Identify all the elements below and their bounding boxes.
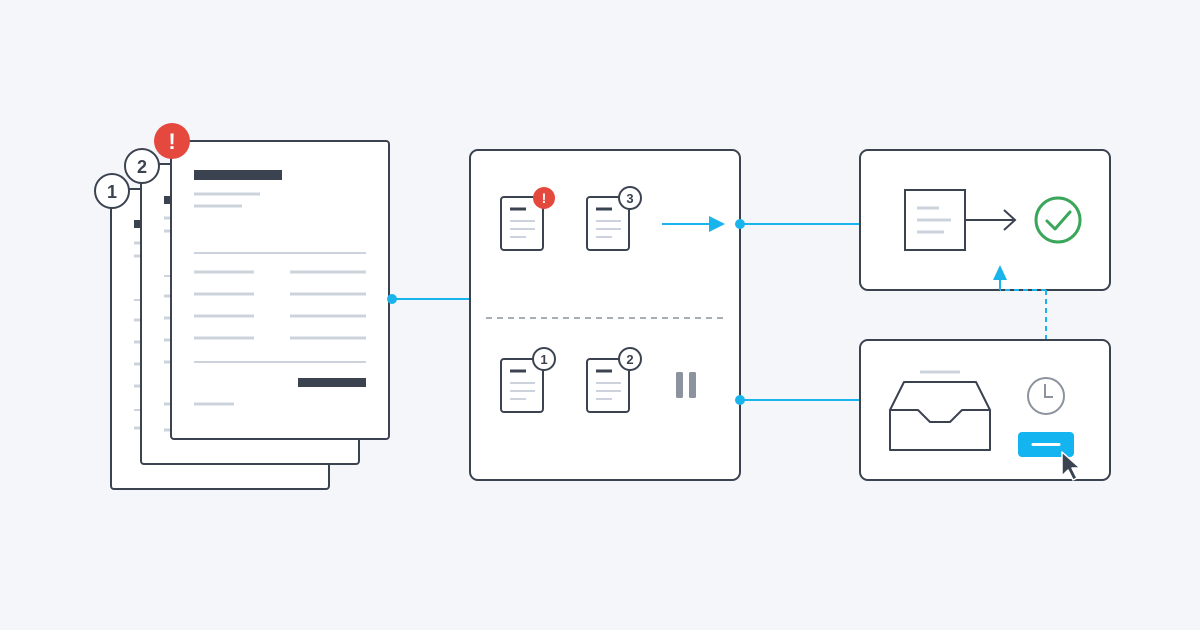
svg-text:2: 2: [626, 352, 633, 367]
connector-queue-to-inbox: [735, 395, 860, 405]
svg-text:!: !: [168, 129, 175, 154]
document-stack: 1 2 !: [94, 123, 390, 490]
document-sheet-front: [170, 140, 390, 440]
queue-doc-error: !: [500, 187, 555, 251]
queue-doc-3: 3: [586, 186, 642, 251]
mouse-pointer-icon: [1061, 451, 1081, 481]
svg-text:2: 2: [137, 157, 147, 177]
document-total-bar: [298, 378, 366, 387]
clock-icon: [1027, 377, 1065, 415]
result-panel: [859, 149, 1111, 291]
arrow-right-icon: [965, 209, 1017, 231]
inbox-tray-icon: [889, 381, 991, 451]
svg-text:!: !: [542, 190, 547, 206]
processed-document: [904, 189, 966, 251]
pause-icon[interactable]: [676, 372, 696, 398]
svg-text:1: 1: [540, 352, 547, 367]
check-circle-icon: [1034, 196, 1082, 244]
arrow-right-icon: [662, 216, 725, 232]
document-badge-1: 1: [94, 173, 130, 209]
svg-text:1: 1: [107, 182, 117, 202]
queue-badge-1: 1: [532, 347, 556, 371]
document-title-bar: [194, 170, 282, 180]
connector-stack-to-queue: [387, 294, 470, 304]
inbox-panel: [859, 339, 1111, 481]
queue-badge-2: 2: [618, 347, 642, 371]
action-button[interactable]: [1018, 432, 1074, 457]
queue-badge-3: 3: [618, 186, 642, 210]
queue-doc-2: 2: [586, 347, 642, 413]
exclamation-icon: !: [533, 187, 555, 209]
queue-panel: ! 3 1: [469, 149, 741, 481]
connector-queue-to-result: [735, 219, 860, 229]
exclamation-icon: !: [154, 123, 190, 159]
queue-doc-1: 1: [500, 347, 556, 413]
svg-text:3: 3: [626, 191, 633, 206]
document-badge-2: 2: [124, 148, 160, 184]
connector-inbox-to-result: [993, 265, 1047, 340]
